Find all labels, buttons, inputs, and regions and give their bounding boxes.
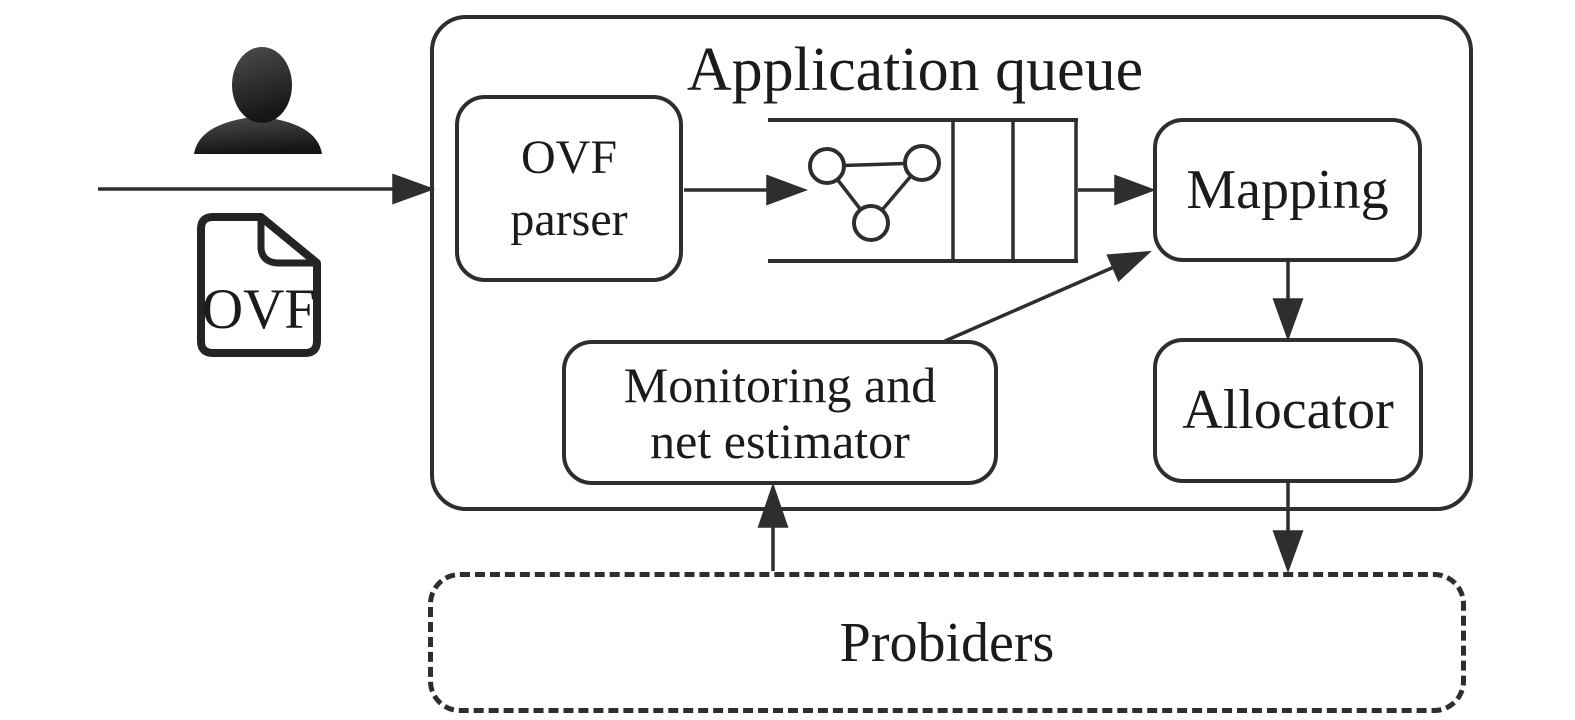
node-ovf-parser-line2: parser	[510, 192, 628, 246]
arrow-user-to-system	[98, 173, 436, 205]
node-monitoring-line1: Monitoring and	[623, 356, 937, 413]
node-allocator: Allocator	[1153, 338, 1423, 483]
node-monitoring-line2: net estimator	[650, 412, 910, 469]
node-ovf-parser-line1: OVF	[520, 131, 618, 185]
node-mapping-label: Mapping	[1186, 158, 1389, 221]
system-boundary	[430, 15, 1473, 511]
node-ovf-parser: OVF parser	[455, 95, 683, 282]
node-providers: Probiders	[428, 572, 1466, 713]
ovf-file-label: OVF	[201, 278, 317, 341]
ovf-file-icon	[197, 213, 321, 357]
node-mapping: Mapping	[1153, 118, 1422, 262]
user-icon	[194, 47, 322, 154]
application-queue-title: Application queue	[686, 36, 1144, 104]
node-providers-label: Probiders	[839, 611, 1055, 674]
node-allocator-label: Allocator	[1182, 379, 1394, 442]
node-monitoring: Monitoring and net estimator	[562, 340, 998, 485]
